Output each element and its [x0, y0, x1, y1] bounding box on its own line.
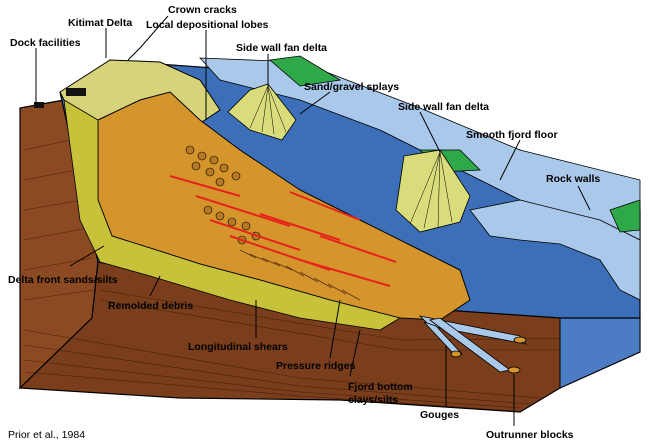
label-remolded-debris: Remolded debris: [108, 300, 193, 312]
side-wall-fan-deltas: [227, 83, 471, 233]
diagram-labels: Dock facilities Kitimat Delta Crown crac…: [8, 4, 600, 441]
label-outrunner-blocks: Outrunner blocks: [486, 429, 574, 441]
label-dock-facilities: Dock facilities: [10, 37, 81, 49]
label-rock-walls: Rock walls: [546, 173, 600, 185]
label-fjord-bottom-line1: Fjord bottom: [348, 381, 413, 393]
outrunner-blocks: [450, 336, 527, 374]
label-gouges: Gouges: [420, 409, 459, 421]
gouges: [418, 315, 527, 373]
label-fjord-bottom-line2: clays/silts: [348, 394, 398, 406]
label-sand-gravel-splays: Sand/gravel splays: [304, 81, 399, 93]
label-smooth-fjord-floor: Smooth fjord floor: [466, 129, 558, 141]
longitudinal-shears: [169, 175, 397, 287]
label-local-depositional-lobes: Local depositional lobes: [146, 19, 269, 31]
label-side-wall-fan-delta-2: Side wall fan delta: [398, 101, 489, 113]
label-longitudinal-shears: Longitudinal shears: [188, 341, 288, 353]
label-pressure-ridges: Pressure ridges: [276, 360, 356, 372]
label-side-wall-fan-delta-1: Side wall fan delta: [236, 42, 327, 54]
label-crown-cracks: Crown cracks: [168, 4, 237, 16]
label-delta-front-sands-silts: Delta front sands/silts: [8, 274, 118, 286]
citation-text: Prior et al., 1984: [8, 429, 85, 441]
label-kitimat-delta: Kitimat Delta: [68, 17, 132, 29]
leader-lines: [35, 15, 591, 426]
slide-mass: [63, 91, 471, 331]
